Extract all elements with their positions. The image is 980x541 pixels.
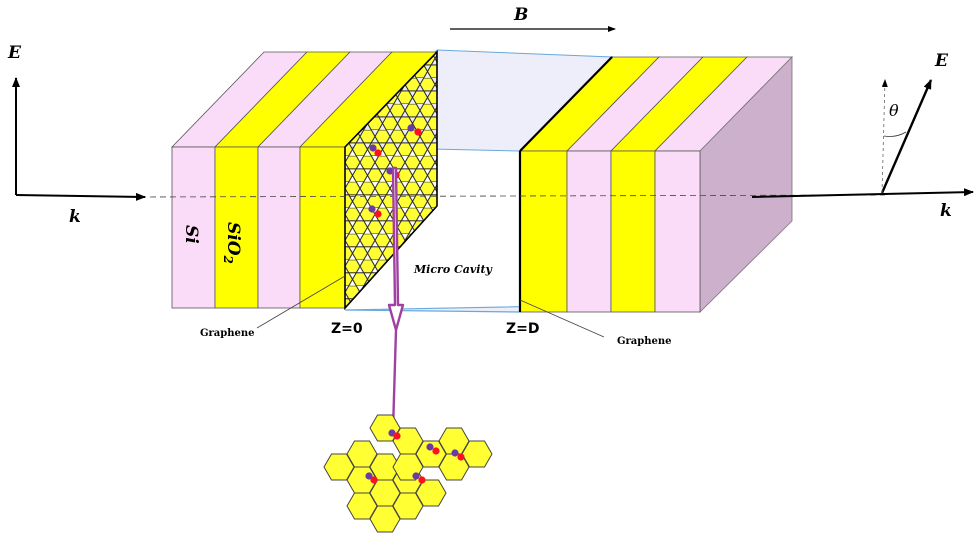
sio2-label: SiO2: [221, 222, 243, 264]
graphene-sheet-right: [519, 56, 613, 152]
electron-purple: [426, 443, 434, 451]
graphene-hex-cell: [369, 505, 401, 533]
electron-purple: [368, 205, 376, 213]
si-label: Si: [181, 225, 201, 244]
k-left-arrow: [15, 192, 146, 201]
electron-red: [414, 128, 422, 136]
zd-label: Z=D: [506, 321, 540, 337]
k-left-label: k: [69, 207, 81, 227]
right-front-sio2-2: [610, 150, 656, 313]
e-right-arrow: [880, 79, 933, 194]
left-mirror-block: [171, 50, 438, 311]
b-field-label: B: [513, 5, 528, 25]
electron-purple: [412, 472, 420, 480]
graphene-left-label: Graphene: [200, 328, 255, 339]
electron-red: [432, 447, 440, 455]
sio2-label-main: SiO: [223, 222, 243, 256]
vertical-reference-line: [881, 79, 888, 194]
graphene-left-leader: [256, 275, 346, 329]
electron-red: [418, 476, 426, 484]
k-right-label: k: [940, 201, 952, 221]
optical-axis: [139, 194, 886, 198]
right-mirror-block: [518, 56, 793, 313]
electron-purple: [386, 167, 394, 175]
sio2-label-sub: 2: [221, 255, 235, 264]
electron-purple: [407, 124, 415, 132]
electron-red: [374, 210, 382, 218]
right-front-sio2-1: [519, 150, 568, 313]
graphene-right-leader: [519, 299, 605, 338]
electron-purple: [451, 449, 459, 457]
zoom-arrow: [387, 166, 405, 431]
theta-label: θ: [889, 101, 899, 120]
graphene-zoom-cluster: [323, 414, 493, 533]
right-front-si-2: [654, 150, 701, 313]
cluster-electrons: [365, 429, 465, 484]
left-front-si-1: [171, 146, 216, 309]
e-left-label: E: [7, 43, 22, 63]
electron-purple: [369, 144, 377, 152]
electron-red: [370, 476, 378, 484]
electron-purple: [365, 472, 373, 480]
left-front-sio2-2: [299, 146, 346, 309]
electron-red: [393, 432, 401, 440]
left-front-si-2: [257, 146, 301, 309]
graphene-right-label: Graphene: [617, 336, 672, 347]
k-right-arrow: [751, 188, 974, 198]
graphene-sheet-left: [344, 50, 438, 311]
z0-label: Z=0: [331, 321, 363, 337]
micro-cavity-label: Micro Cavity: [413, 263, 494, 276]
e-right-label: E: [934, 51, 949, 71]
electron-red: [374, 149, 382, 157]
theta-angle-arc: [883, 131, 907, 137]
electron-red: [457, 453, 465, 461]
left-front-sio2-1: [214, 146, 259, 309]
sheet-electrons: [368, 124, 422, 218]
right-front-si-1: [566, 150, 612, 313]
